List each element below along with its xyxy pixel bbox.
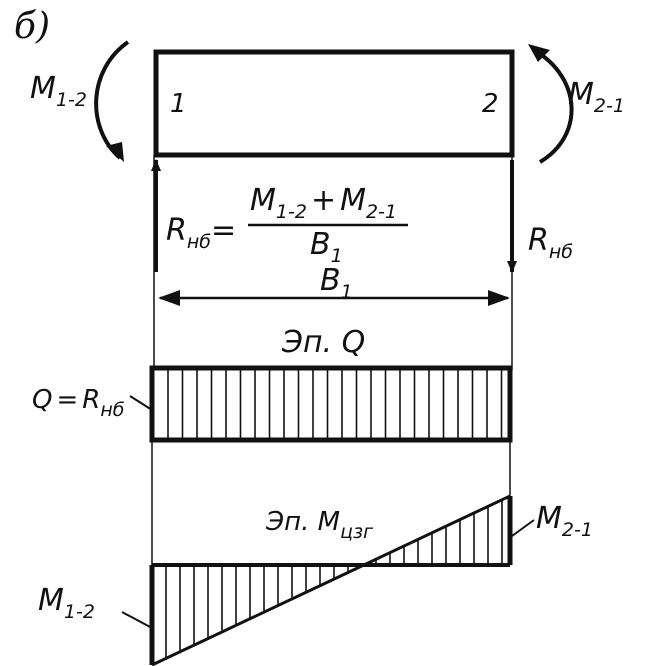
formula-lhs: Rнб= [166,213,236,253]
moment-right-arrow [532,48,574,164]
formula-numerator: M1-2+M2-1 [250,183,397,223]
moment-left-label: M1-2 [30,71,87,111]
beam-element [153,49,515,158]
moment-diagonal [151,494,511,666]
node-2-label: 2 [482,89,499,119]
reaction-right-label: Rнб [528,223,573,263]
span-arrow-left [158,290,180,306]
formula-denominator: B1 [310,227,343,267]
moment-diagram-title: Эп. Mцзг [265,507,374,543]
moment-right-label: M2-1 [568,77,625,117]
span-arrow-right [488,290,510,306]
moment-left-leader [121,611,153,629]
moment-left-arrowhead [106,142,124,162]
shear-diagram-box [149,365,513,443]
span-label: B1 [320,263,353,303]
moment-diagram-left-label: M1-2 [38,583,95,623]
shear-hatching [167,370,503,438]
shear-value-label: Q=Rнб [32,385,125,421]
node-1-label: 1 [170,89,187,119]
moment-right-arrowhead [528,44,550,62]
moment-diagram-right-label: M2-1 [536,501,593,541]
moment-left-arrow [94,40,130,160]
figure-label: б) [14,6,50,47]
moment-right-leader [511,519,535,537]
shear-diagram-title: Эп. Q [281,325,365,360]
moment-hatching [165,499,503,659]
shear-value-leader [129,395,153,411]
